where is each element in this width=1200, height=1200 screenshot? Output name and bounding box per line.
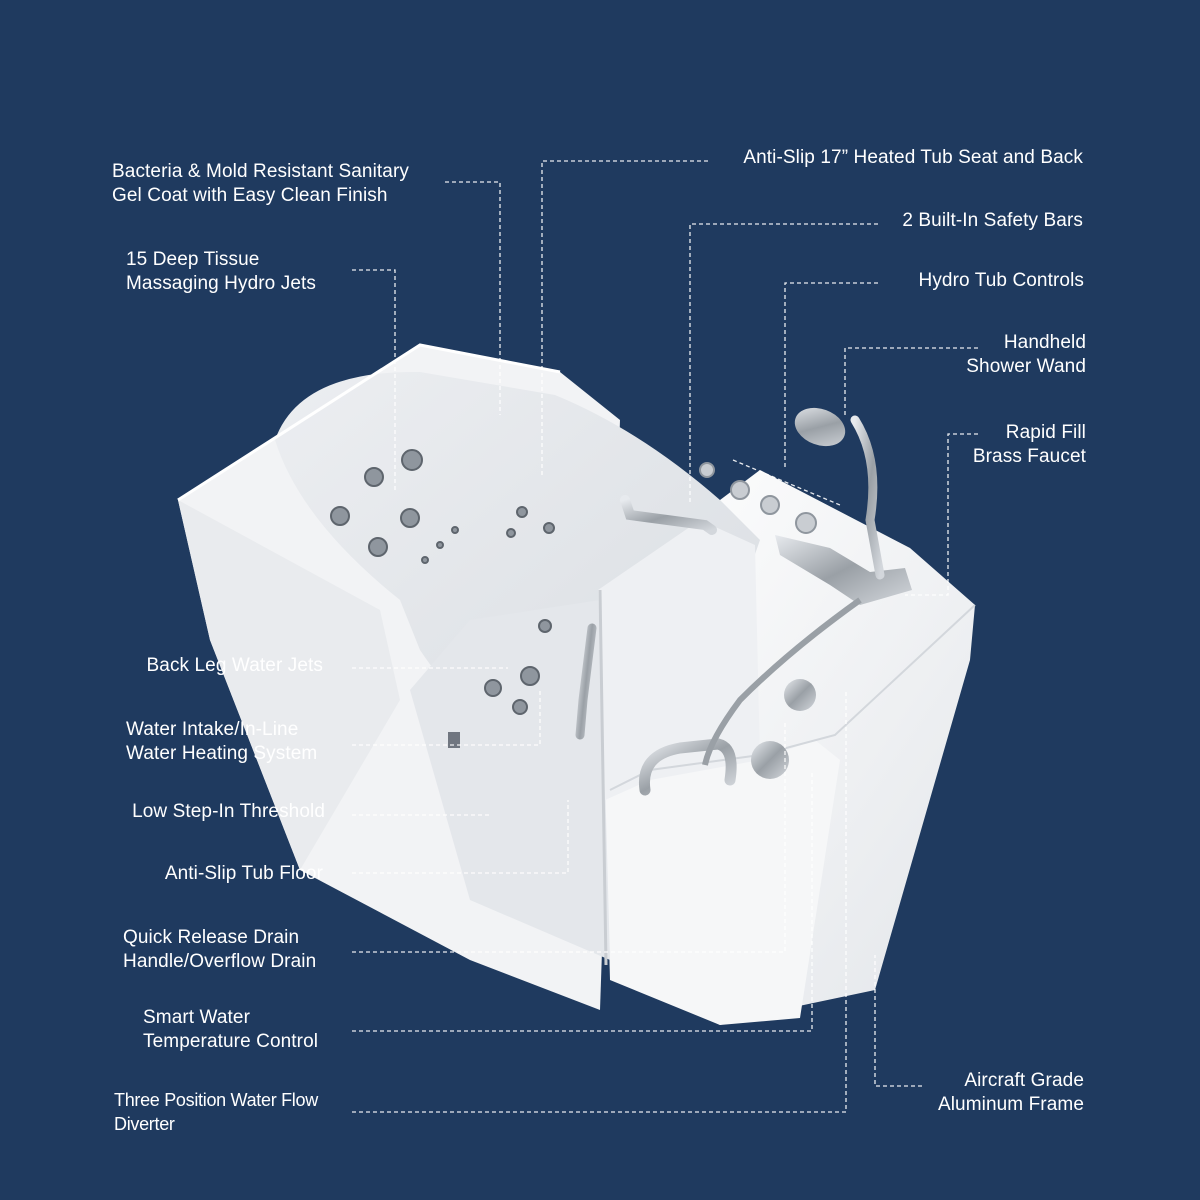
label-anti-slip-floor: Anti-Slip Tub Floor bbox=[164, 863, 323, 884]
faucet-group bbox=[702, 407, 912, 779]
label-back-leg-jets: Back Leg Water Jets bbox=[146, 655, 323, 676]
label-hydro-controls: Hydro Tub Controls bbox=[918, 270, 1084, 291]
label-step-in-threshold: Low Step-In Threshold bbox=[132, 801, 325, 822]
leader-lines-right bbox=[541, 160, 978, 1087]
hydro-jets-group bbox=[330, 449, 555, 715]
label-safety-bars: 2 Built-In Safety Bars bbox=[902, 210, 1083, 231]
hydro-controls-group bbox=[699, 462, 817, 534]
tub-body bbox=[177, 343, 976, 1025]
safety-bars-group bbox=[575, 495, 737, 796]
leader-lines-left bbox=[352, 181, 847, 1113]
label-heated-seat: Anti-Slip 17” Heated Tub Seat and Back bbox=[743, 147, 1083, 168]
